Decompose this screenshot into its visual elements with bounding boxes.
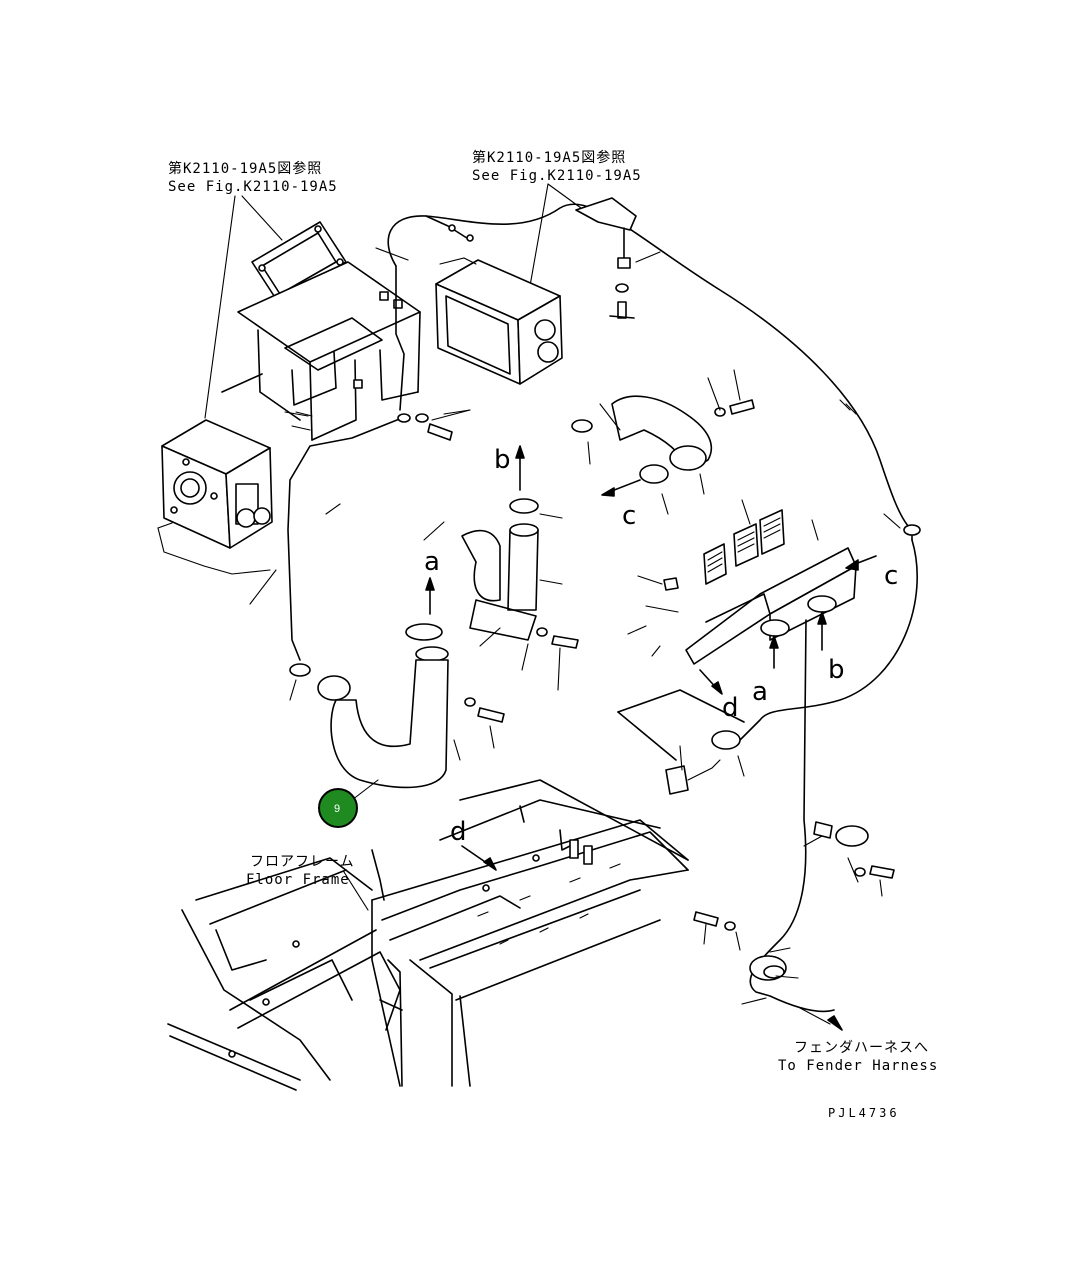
connector-d	[665, 765, 689, 795]
duct-c	[571, 395, 755, 484]
heater-bracket	[221, 261, 421, 441]
duct-b	[461, 498, 579, 649]
fender-en: To Fender Harness	[778, 1058, 938, 1074]
ref-right-en: See Fig.K2110-19A5	[472, 168, 642, 184]
vent-register-unit	[663, 509, 857, 665]
leader-floor-frame	[343, 871, 369, 911]
leader-left-ref-2	[241, 195, 283, 241]
floor-frame	[167, 779, 689, 1091]
ref-left-jp: 第K2110-19A5図参照	[168, 160, 322, 177]
leader-left-ref-1	[204, 195, 236, 419]
drawing-code: PJL4736	[828, 1106, 900, 1120]
break-mark-2	[845, 403, 857, 415]
leader-fender	[799, 1007, 831, 1025]
view-marker-d-right: d	[722, 693, 739, 723]
view-marker-b-right: b	[828, 655, 845, 685]
leader-lines	[249, 247, 901, 1005]
view-marker-c-left: c	[622, 501, 636, 531]
harness-vertical-center	[395, 265, 405, 411]
harness-left-drop	[287, 417, 403, 661]
view-marker-c-right: c	[884, 561, 898, 591]
floor-frame-en: Floor Frame	[246, 872, 350, 888]
callout-badge[interactable]	[318, 788, 358, 828]
view-marker-d-bottom: d	[450, 817, 467, 847]
callout-number: 9	[334, 803, 340, 815]
view-marker-a-left: a	[424, 547, 440, 577]
heater-unit-left	[157, 419, 273, 575]
fender-jp: フェンダハーネスへ	[794, 1040, 929, 1056]
bracket-upper-right	[575, 197, 637, 319]
bolt-set-center	[397, 409, 471, 441]
duct-a	[289, 623, 505, 789]
right-harness-upper	[739, 539, 918, 741]
d-branch	[617, 689, 745, 723]
ref-left-en: See Fig.K2110-19A5	[168, 179, 338, 195]
floor-frame-jp: フロアフレーム	[250, 854, 355, 870]
grommet-lower-right	[835, 825, 869, 847]
heater-unit-center	[435, 257, 563, 385]
view-marker-a-right: a	[752, 677, 768, 707]
leader-right-ref-1	[529, 183, 549, 287]
break-mark-1	[839, 399, 851, 411]
view-marker-b-top: b	[494, 445, 511, 475]
clip-lower-right	[813, 821, 833, 839]
harness-branch-top	[425, 215, 471, 241]
ref-right-jp: 第K2110-19A5図参照	[472, 149, 626, 166]
